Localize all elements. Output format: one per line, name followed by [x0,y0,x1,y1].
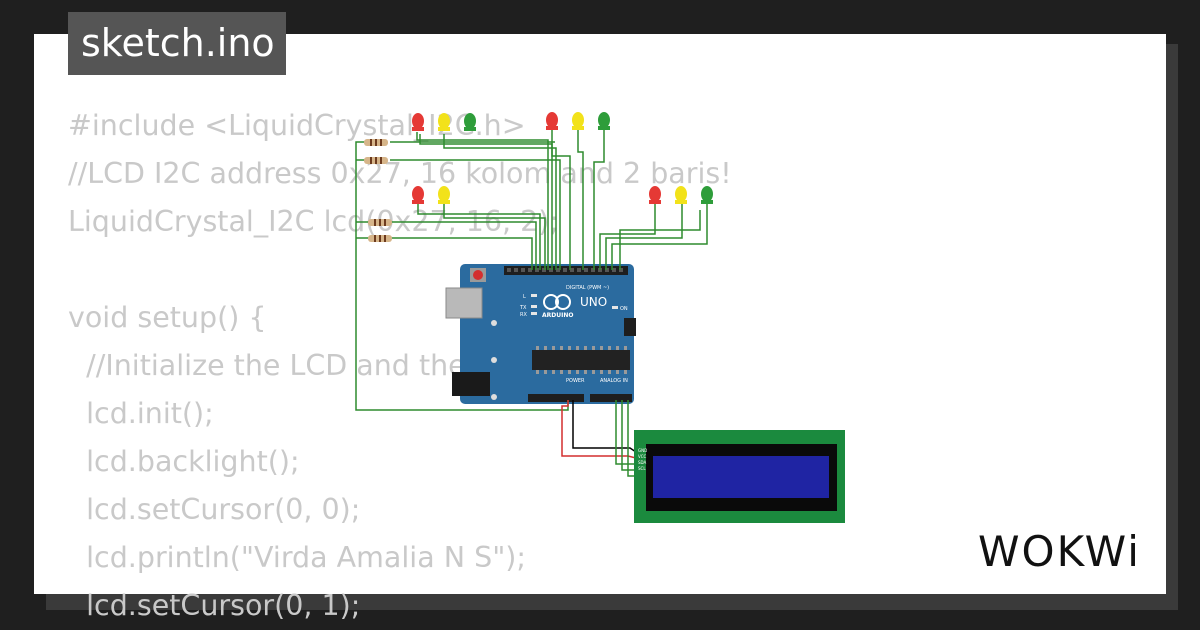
led-yellow[interactable] [675,186,687,204]
led-red[interactable] [412,113,424,131]
usb-port [445,287,483,319]
led-yellow[interactable] [438,113,450,131]
code-line: lcd.setCursor(0, 0); [68,493,361,526]
led-green[interactable] [598,112,610,130]
lcd-pin-gnd: GND [638,448,647,453]
led-l-label: L [523,294,526,300]
lcd-display[interactable]: GND VCC SDA SCL [634,430,845,523]
reset-button[interactable] [473,270,483,280]
lcd-pin-vcc: VCC [638,454,647,459]
power-header-label: POWER [566,378,585,384]
code-line: lcd.println("Virda Amalia N S"); [68,541,527,574]
digital-header-label: DIGITAL (PWM ~) [566,285,609,291]
board-brand: ARDUINO [542,312,573,319]
power-jack [452,372,490,396]
arduino-infinity-icon [543,294,559,310]
on-label: ON [620,306,628,312]
led-yellow[interactable] [438,186,450,204]
leds [412,112,713,204]
led-green[interactable] [701,186,713,204]
code-line: lcd.init(); [68,397,214,430]
led-tx-label: TX [519,305,527,311]
analog-header [590,394,632,402]
led-red[interactable] [412,186,424,204]
lcd-pin-sda: SDA [638,460,647,465]
led-yellow[interactable] [572,112,584,130]
code-line: void setup() { [68,301,267,334]
wires [355,130,708,477]
board-model: UNO [580,295,607,309]
led-green[interactable] [464,113,476,131]
icsp-header [624,318,636,336]
analog-header-label: ANALOG IN [600,378,628,384]
resistors [364,139,392,242]
file-tab-label: sketch.ino [81,21,275,65]
arduino-uno-board[interactable]: DIGITAL (PWM ~) L TX RX UNO ARDUINO ON [445,264,636,404]
file-tab[interactable]: sketch.ino [68,12,286,75]
wokwi-logo: WOKWi [978,527,1141,576]
code-line: LiquidCrystal_I2C lcd(0x27, 16, 2); [68,205,560,238]
led-rx-label: RX [520,312,527,318]
lcd-screen [653,456,829,498]
led-red[interactable] [649,186,661,204]
code-line: lcd.setCursor(0, 1); [68,589,361,622]
atmega-chip [532,350,630,370]
power-header [528,394,584,402]
led-red[interactable] [546,112,558,130]
code-line: lcd.backlight(); [68,445,300,478]
wokwi-logo-text: WOKWi [978,527,1141,576]
lcd-pin-scl: SCL [638,466,646,471]
